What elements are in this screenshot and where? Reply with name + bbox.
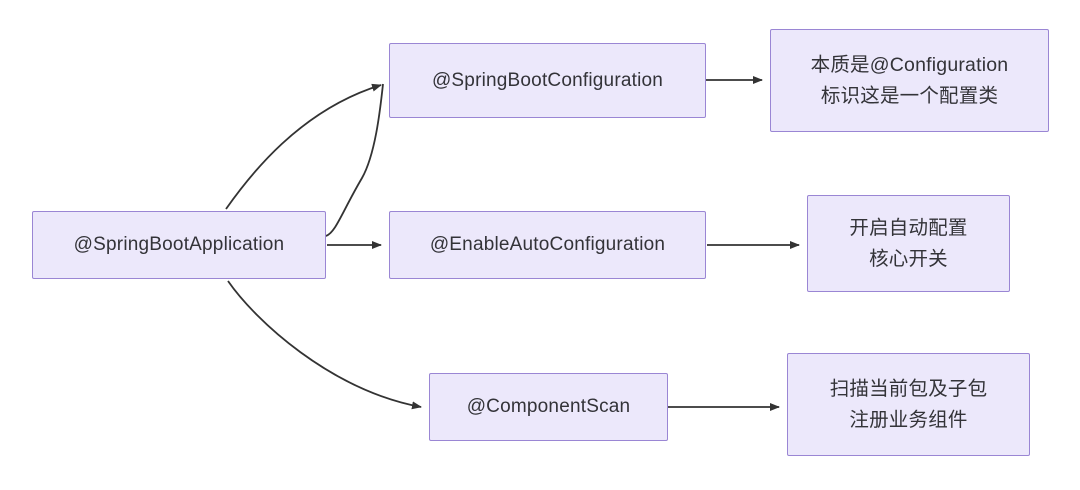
edge-curve-root-to-springbootconfiguration — [225, 83, 382, 210]
node-enable-auto-configuration[interactable]: @EnableAutoConfiguration — [389, 211, 706, 279]
edge-curve-root-to-componentscan — [227, 280, 422, 410]
node-component-scan[interactable]: @ComponentScan — [429, 373, 668, 441]
edge-root-to-springbootconfiguration — [325, 83, 384, 237]
node-enable-auto-configuration-description[interactable]: 开启自动配置 核心开关 — [807, 195, 1010, 292]
node-spring-boot-application[interactable]: @SpringBootApplication — [32, 211, 326, 279]
node-spring-boot-configuration-description[interactable]: 本质是@Configuration 标识这是一个配置类 — [770, 29, 1049, 132]
node-spring-boot-configuration[interactable]: @SpringBootConfiguration — [389, 43, 706, 118]
node-component-scan-description[interactable]: 扫描当前包及子包 注册业务组件 — [787, 353, 1030, 456]
